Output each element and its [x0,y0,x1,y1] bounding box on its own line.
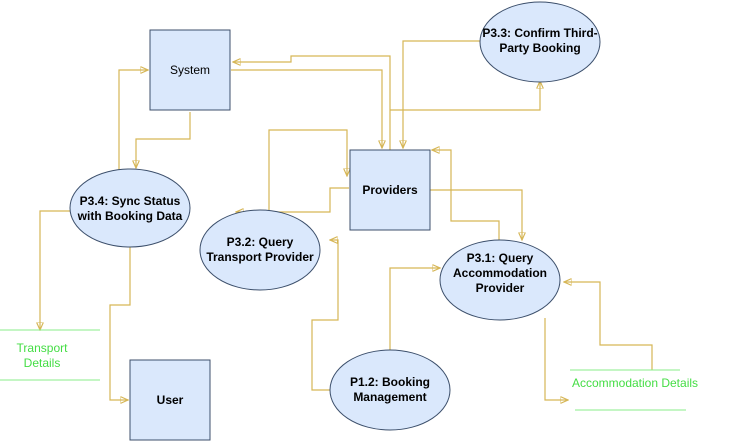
process-p31-label-2: Accommodation [453,266,547,280]
flow-p34-to-user[interactable] [109,238,131,400]
process-p33[interactable]: P3.3: Confirm Third- Party Booking [479,1,601,83]
store-transport-label-1: Transport [17,341,69,355]
flow-providers-to-p33[interactable] [390,81,540,111]
flow-system-to-p34[interactable] [136,112,191,168]
flow-providers-to-p31[interactable] [430,189,522,240]
flow-p12-to-p32[interactable] [311,240,339,391]
flow-p31-to-accommodation-details[interactable] [544,318,568,400]
store-accommodation-label: Accommodation Details [572,376,698,390]
flow-p33-to-providers[interactable] [403,40,481,148]
flow-providers-to-p32[interactable] [236,187,349,212]
flow-accommodation-details-to-p31[interactable] [564,282,653,370]
entity-system-label: System [170,63,210,77]
process-p12-label-2: Management [353,390,426,404]
store-transport-label-2: Details [24,356,61,370]
entity-providers[interactable]: Providers [349,149,431,231]
store-accommodation-details[interactable]: Accommodation Details [570,369,730,411]
flow-p31-to-providers[interactable] [432,150,500,244]
flow-lines [40,40,653,400]
process-p31[interactable]: P3.1: Query Accommodation Provider [439,239,561,321]
flow-p34-to-transport-details[interactable] [40,210,72,330]
process-p34-label-2: with Booking Data [77,209,183,223]
process-p34-label-1: P3.4: Sync Status [80,194,181,208]
process-p32-label-1: P3.2: Query [227,235,294,249]
flow-p34-to-system[interactable] [118,70,148,170]
process-p32-label-2: Transport Provider [206,250,314,264]
flow-providers-to-system[interactable] [233,55,391,150]
process-p12-label-1: P1.2: Booking [350,375,430,389]
process-p33-label-1: P3.3: Confirm Third- [482,26,597,40]
process-p34[interactable]: P3.4: Sync Status with Booking Data [69,168,191,248]
entity-user-label: User [157,393,184,407]
entity-system[interactable]: System [149,29,231,111]
process-p33-label-2: Party Booking [499,41,580,55]
process-p32[interactable]: P3.2: Query Transport Provider [199,209,321,291]
entity-user[interactable]: User [129,359,211,441]
flow-p32-to-providers[interactable] [268,129,347,210]
entity-providers-label: Providers [362,183,418,197]
process-p31-label-1: P3.1: Query [467,251,534,265]
process-p12[interactable]: P1.2: Booking Management [329,349,451,431]
flow-p12-to-p31[interactable] [389,268,440,350]
flow-system-to-providers[interactable] [231,69,382,148]
store-transport-details[interactable]: Transport Details [0,329,100,381]
process-p31-label-3: Provider [476,281,525,295]
